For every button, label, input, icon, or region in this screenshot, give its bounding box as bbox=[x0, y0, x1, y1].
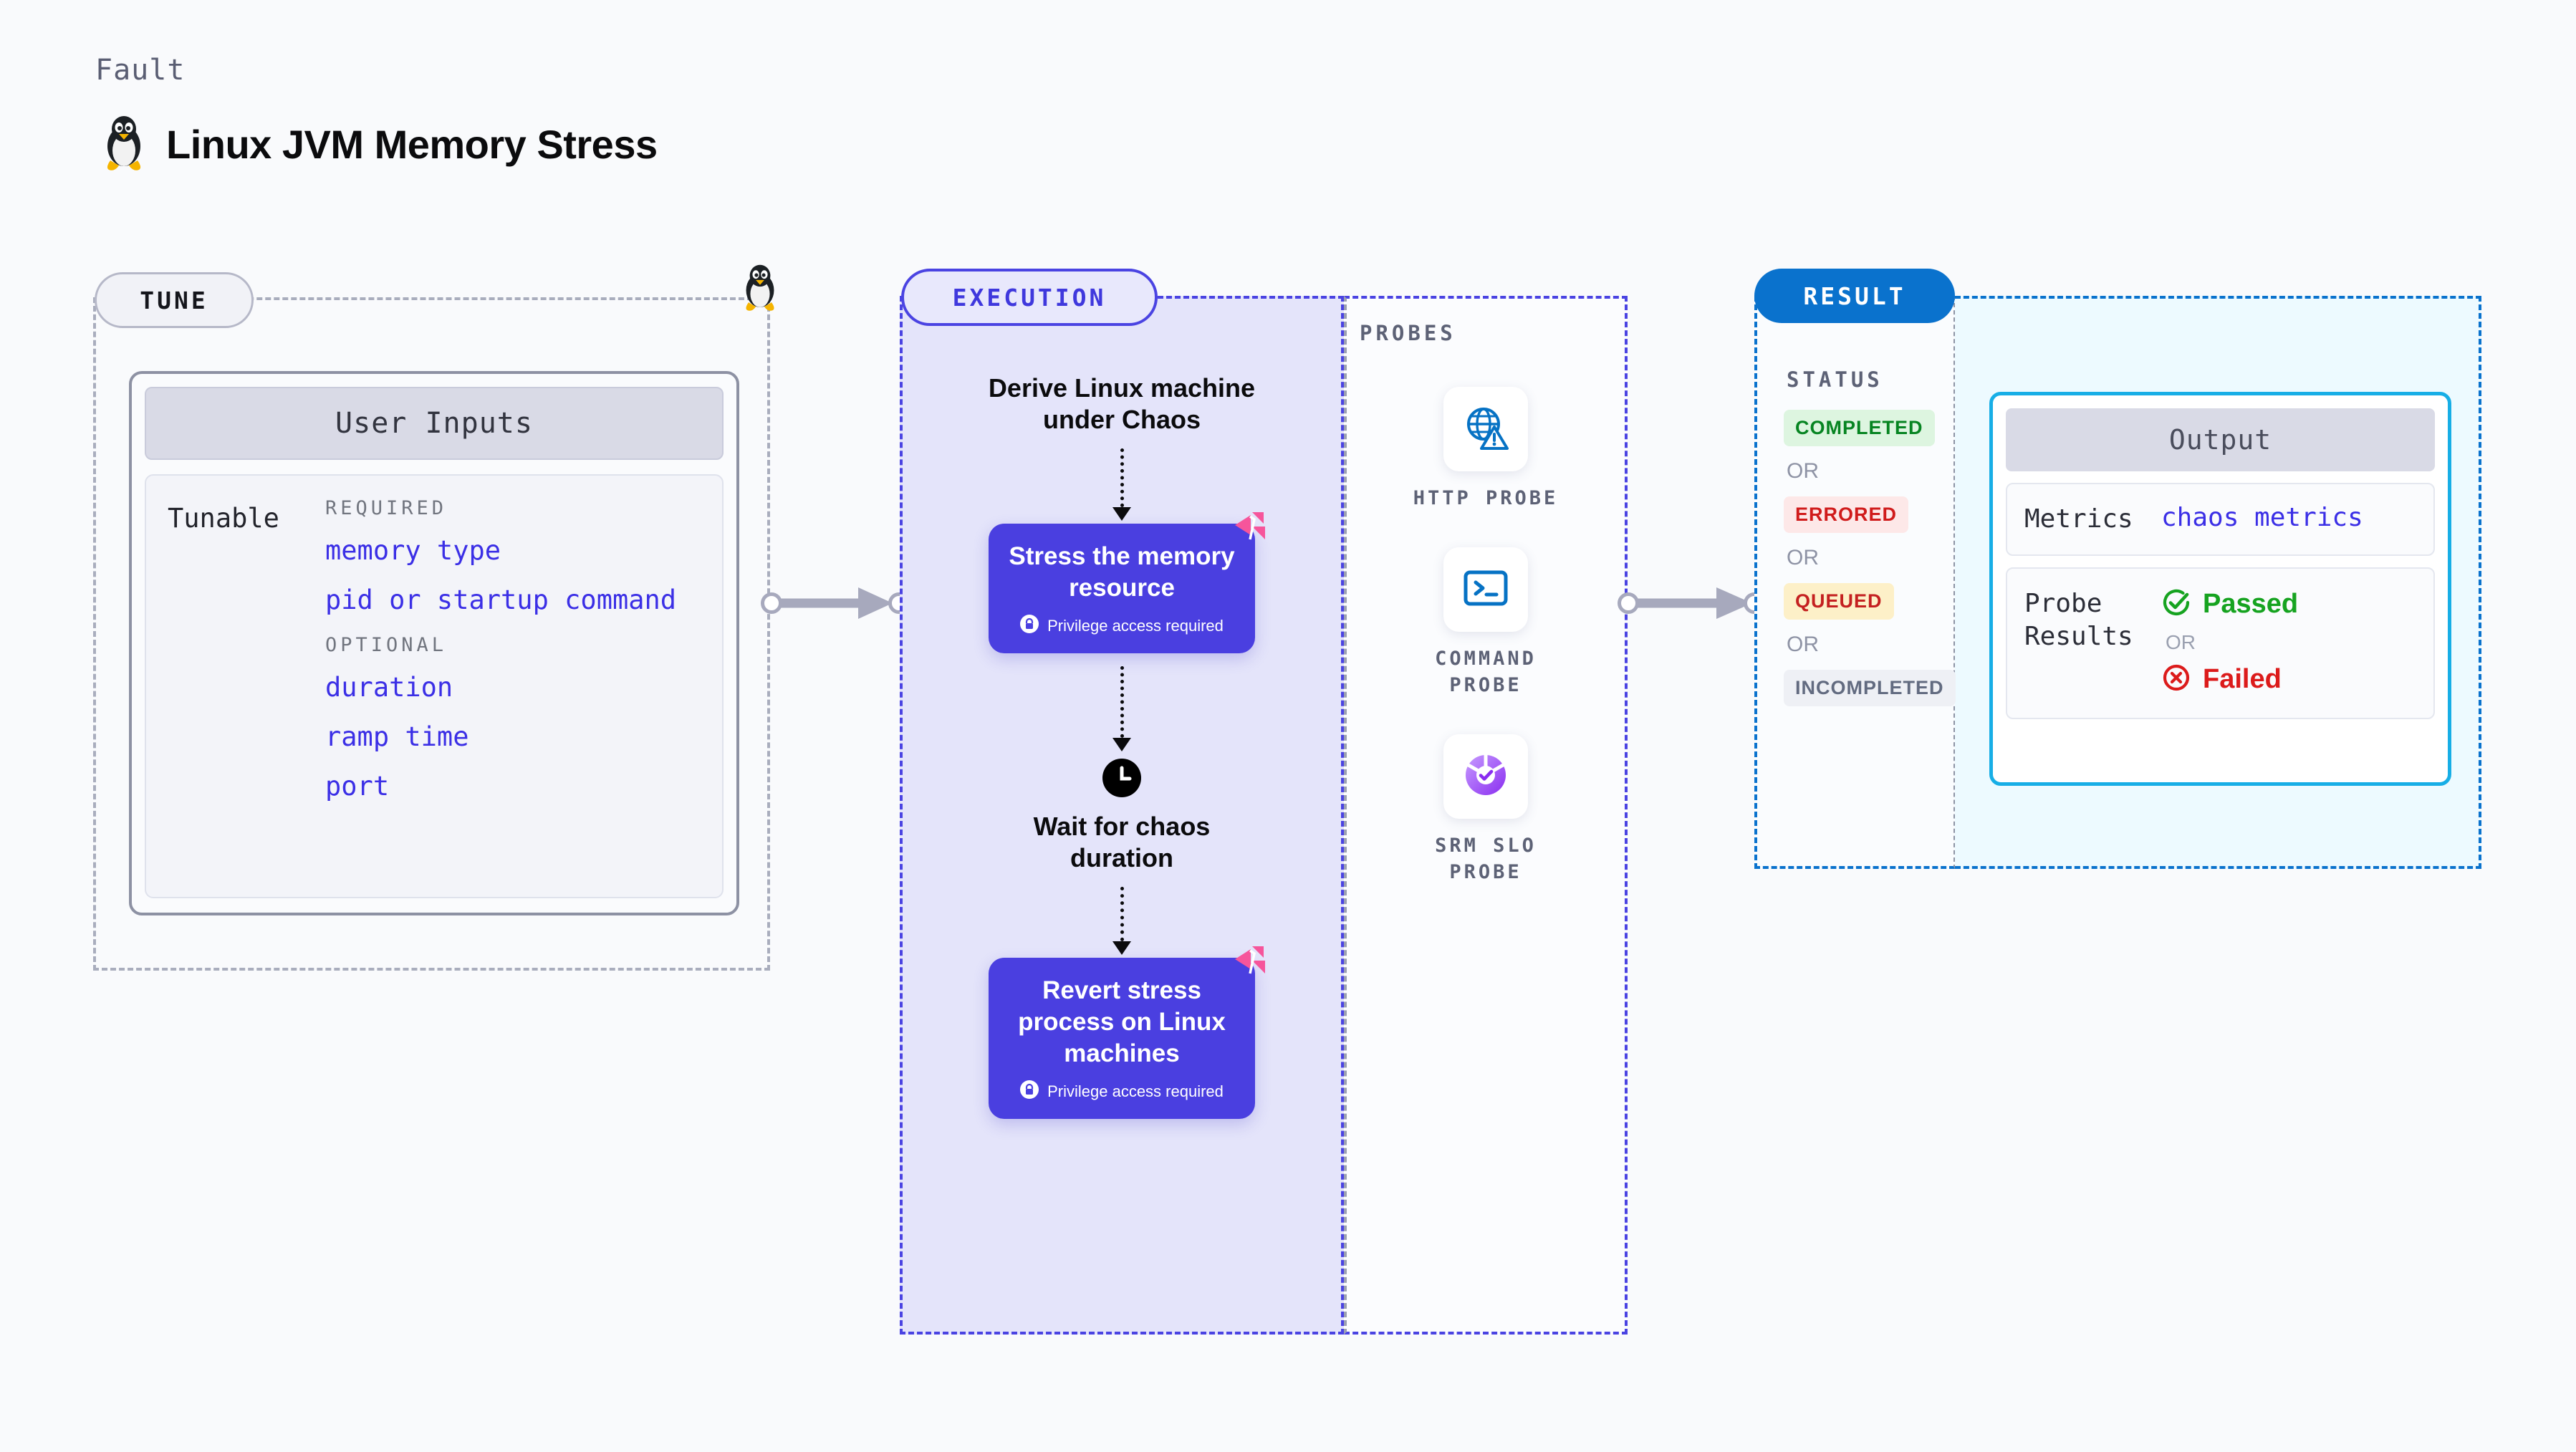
terminal-icon bbox=[1462, 567, 1509, 613]
flow-line-1 bbox=[1120, 448, 1124, 507]
execution-step-stress-memory[interactable]: Stress the memory resource Privilege acc… bbox=[989, 511, 1265, 654]
probe-tile-srm-slo bbox=[1443, 734, 1528, 819]
flow-line-2 bbox=[1120, 666, 1124, 739]
connector-node-left bbox=[761, 592, 782, 614]
output-metrics-label: Metrics bbox=[2024, 504, 2133, 534]
probe-caption-http: HTTP PROBE bbox=[1413, 487, 1559, 509]
output-card: Output Metrics chaos metrics Probe Resul… bbox=[1989, 392, 2451, 786]
output-result-passed: Passed bbox=[2203, 589, 2299, 620]
page-eyebrow: Fault bbox=[95, 54, 186, 87]
execution-flow: Derive Linux machine under Chaos Stress … bbox=[900, 372, 1344, 1120]
page-title: Linux JVM Memory Stress bbox=[166, 122, 658, 167]
execution-step-stress-memory-title: Stress the memory resource bbox=[1009, 542, 1235, 602]
execution-step-revert-stress-title: Revert stress process on Linux machines bbox=[1018, 976, 1226, 1067]
execution-step-revert-stress[interactable]: Revert stress process on Linux machines … bbox=[989, 946, 1265, 1120]
execution-step-derive-title: Derive Linux machine under Chaos bbox=[988, 373, 1256, 434]
flow-arrow-2 bbox=[1112, 738, 1131, 752]
tune-region bbox=[93, 297, 770, 971]
page-title-row: Linux JVM Memory Stress bbox=[100, 115, 658, 174]
execution-step-revert-stress-note-row: Privilege access required bbox=[1003, 1080, 1241, 1103]
linux-penguin-icon bbox=[100, 115, 148, 174]
status-list: COMPLETED OR ERRORED OR QUEUED OR INCOMP… bbox=[1784, 410, 1956, 706]
group-heading-optional: OPTIONAL bbox=[325, 634, 448, 656]
output-result-or: OR bbox=[2166, 631, 2196, 654]
output-probe-results-label: Probe Results bbox=[2024, 589, 2133, 652]
probe-caption-srm-slo: SRM SLO PROBE bbox=[1435, 835, 1537, 883]
lock-icon bbox=[1020, 615, 1039, 638]
group-heading-required: REQUIRED bbox=[325, 497, 448, 519]
connector-tune-to-execution bbox=[759, 582, 910, 628]
check-circle-icon bbox=[2161, 587, 2191, 621]
status-heading: STATUS bbox=[1787, 367, 1883, 392]
flow-arrow-3 bbox=[1112, 941, 1131, 956]
execution-step-stress-memory-note-row: Privilege access required bbox=[1003, 615, 1241, 638]
lock-icon-2 bbox=[1020, 1080, 1039, 1103]
status-badge-incompleted: INCOMPLETED bbox=[1784, 670, 1956, 706]
tunable-label: Tunable bbox=[168, 503, 279, 534]
result-pill: RESULT bbox=[1754, 269, 1955, 323]
status-badge-completed: COMPLETED bbox=[1784, 410, 1935, 446]
status-or-2: OR bbox=[1787, 546, 1819, 569]
output-result-failed: Failed bbox=[2203, 664, 2282, 695]
globe-warning-icon bbox=[1462, 404, 1509, 455]
probe-tile-command bbox=[1443, 547, 1528, 633]
connector-node-left-2 bbox=[1618, 592, 1639, 614]
flow-line-3 bbox=[1120, 887, 1124, 942]
probe-item-srm-slo[interactable]: SRM SLO PROBE bbox=[1435, 734, 1537, 885]
execution-step-revert-stress-note: Privilege access required bbox=[1047, 1082, 1224, 1101]
user-inputs-title: User Inputs bbox=[145, 387, 724, 460]
output-metrics-value[interactable]: chaos metrics bbox=[2161, 503, 2363, 532]
tunable-item-ramp-time[interactable]: ramp time bbox=[325, 721, 469, 752]
output-probe-results-values: Passed OR Failed bbox=[2161, 587, 2298, 696]
output-card-title: Output bbox=[2006, 408, 2435, 471]
user-inputs-card: User Inputs Tunable REQUIRED memory type… bbox=[129, 371, 739, 915]
probe-caption-command: COMMAND PROBE bbox=[1435, 648, 1537, 696]
tunable-item-port[interactable]: port bbox=[325, 771, 390, 802]
output-row-probe-results: Probe Results Passed OR bbox=[2006, 567, 2435, 720]
probe-item-http[interactable]: HTTP PROBE bbox=[1413, 387, 1559, 511]
status-or-3: OR bbox=[1787, 633, 1819, 656]
status-badge-errored: ERRORED bbox=[1784, 496, 1909, 533]
x-circle-icon bbox=[2161, 663, 2191, 696]
flow-arrow-1 bbox=[1112, 506, 1131, 521]
status-badge-queued: QUEUED bbox=[1784, 583, 1894, 620]
harness-chaos-badge-icon bbox=[1231, 508, 1268, 549]
tune-pill: TUNE bbox=[95, 272, 254, 328]
tunable-item-duration[interactable]: duration bbox=[325, 672, 453, 703]
user-inputs-body: Tunable REQUIRED memory type pid or star… bbox=[145, 474, 724, 898]
execution-pill: EXECUTION bbox=[901, 269, 1158, 326]
probe-tile-http bbox=[1443, 387, 1528, 471]
probe-item-command[interactable]: COMMAND PROBE bbox=[1435, 547, 1537, 698]
output-row-metrics: Metrics chaos metrics bbox=[2006, 483, 2435, 557]
status-or-1: OR bbox=[1787, 459, 1819, 483]
tunable-item-memory-type[interactable]: memory type bbox=[325, 535, 501, 566]
probes-list: HTTP PROBE COMMAND PROBE bbox=[1344, 387, 1628, 921]
tunable-groups: REQUIRED memory type pid or startup comm… bbox=[325, 497, 722, 897]
slo-donut-check-icon bbox=[1462, 751, 1509, 802]
output-result-passed-row: Passed bbox=[2161, 587, 2298, 621]
wait-clock-icon bbox=[1102, 759, 1141, 801]
tunable-item-pid-or-startup-command[interactable]: pid or startup command bbox=[325, 585, 677, 615]
output-result-failed-row: Failed bbox=[2161, 663, 2298, 696]
probes-heading: PROBES bbox=[1360, 321, 1456, 345]
execution-wait-title: Wait for chaos duration bbox=[1033, 812, 1211, 873]
connector-probes-to-result bbox=[1616, 582, 1774, 628]
result-status-region bbox=[1754, 296, 1955, 869]
harness-chaos-badge-icon-2 bbox=[1231, 942, 1268, 983]
execution-step-stress-memory-note: Privilege access required bbox=[1047, 617, 1224, 635]
linux-penguin-marker-icon bbox=[739, 264, 781, 314]
